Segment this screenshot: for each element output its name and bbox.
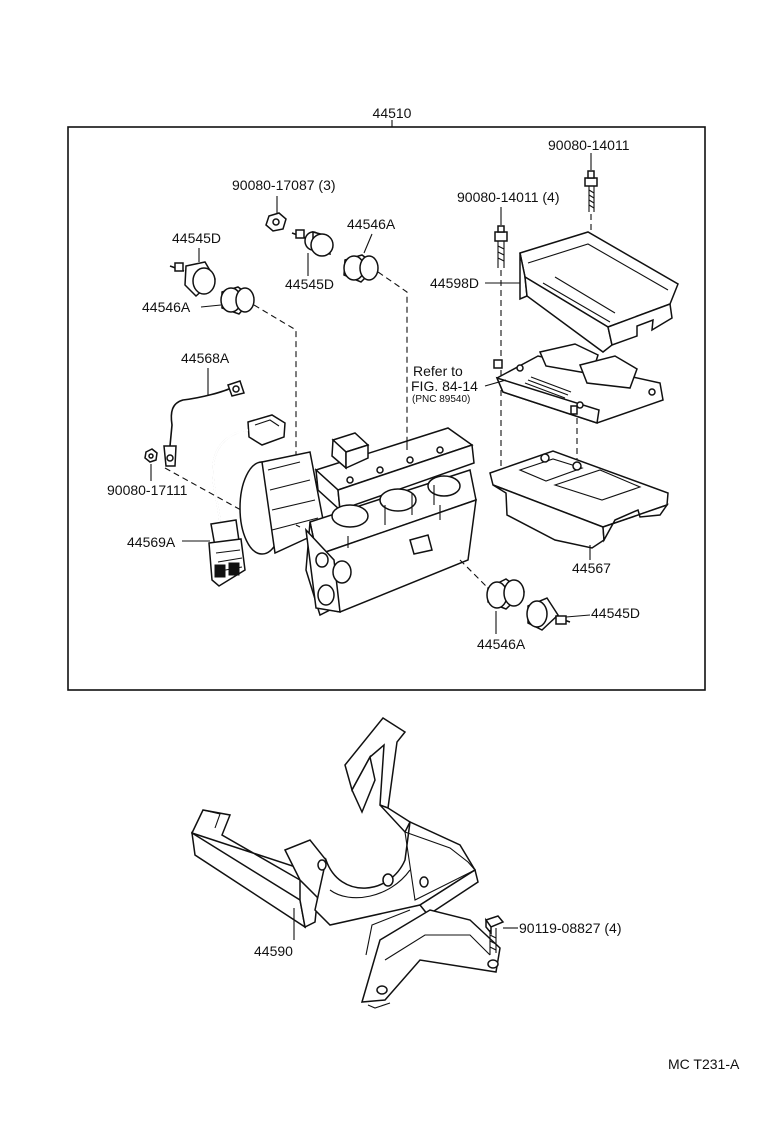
label-screw-top: 90080-14011 — [548, 137, 630, 153]
label-screw-4: 90080-14011 (4) — [457, 189, 559, 205]
cushion-d-left-icon — [169, 261, 216, 298]
leader-cushion-a-right — [363, 233, 373, 254]
bolt-4-icon — [484, 915, 505, 955]
dash-cushion-a-right — [377, 271, 408, 440]
nut-ground-icon — [144, 448, 158, 463]
reference-line3: (PNC 89540) — [412, 394, 470, 405]
label-cushion-a-right: 44546A — [347, 216, 396, 232]
label-nut-ground: 90080-17111 — [107, 482, 188, 498]
label-bracket-lower: 44567 — [572, 560, 611, 576]
harness-icon — [208, 414, 286, 587]
dash-ground-wire — [164, 467, 251, 516]
cushion-d-mid-icon — [291, 229, 334, 257]
label-cushion-d-mid: 44545D — [285, 276, 334, 292]
label-ground-wire: 44568A — [181, 350, 230, 366]
bracket-lower-icon — [489, 450, 669, 549]
ground-wire-icon — [163, 380, 245, 467]
cushion-a-bottom-icon — [486, 578, 526, 610]
nut-3-icon — [265, 212, 287, 232]
label-cover: 44598D — [430, 275, 479, 291]
ecu-module-icon — [493, 343, 664, 424]
cushion-d-bottom-icon — [526, 597, 571, 631]
mount-point-left — [295, 524, 301, 528]
cushion-a-left-icon — [220, 286, 255, 315]
cushion-a-right-icon — [343, 254, 379, 283]
assembly-frame — [67, 126, 706, 691]
reference-line2: FIG. 84-14 — [411, 378, 478, 394]
label-nut-3: 90080-17087 (3) — [232, 177, 336, 193]
label-cushion-a-left: 44546A — [142, 299, 191, 315]
bracket-main-icon — [190, 717, 501, 1009]
dash-cushion-bottom — [459, 559, 491, 591]
screw-4-icon — [494, 225, 508, 268]
reference-line1: Refer to — [413, 363, 463, 379]
leader-cushion-d-bottom — [565, 614, 591, 618]
label-cushion-a-bottom: 44546A — [477, 636, 526, 652]
label-bolt-4: 90119-08827 (4) — [519, 920, 621, 936]
abs-actuator-icon — [239, 427, 477, 617]
label-harness: 44569A — [127, 534, 176, 550]
cover-icon — [519, 231, 679, 353]
label-cushion-d-left: 44545D — [172, 230, 221, 246]
assembly-label: 44510 — [373, 105, 412, 121]
leader-reference — [484, 379, 507, 387]
screw-top-icon — [584, 170, 598, 212]
label-cushion-d-bottom: 44545D — [591, 605, 640, 621]
footer-code: MC T231-A — [668, 1056, 740, 1072]
label-bracket-main: 44590 — [254, 943, 293, 959]
leader-cushion-a-left — [200, 304, 222, 308]
